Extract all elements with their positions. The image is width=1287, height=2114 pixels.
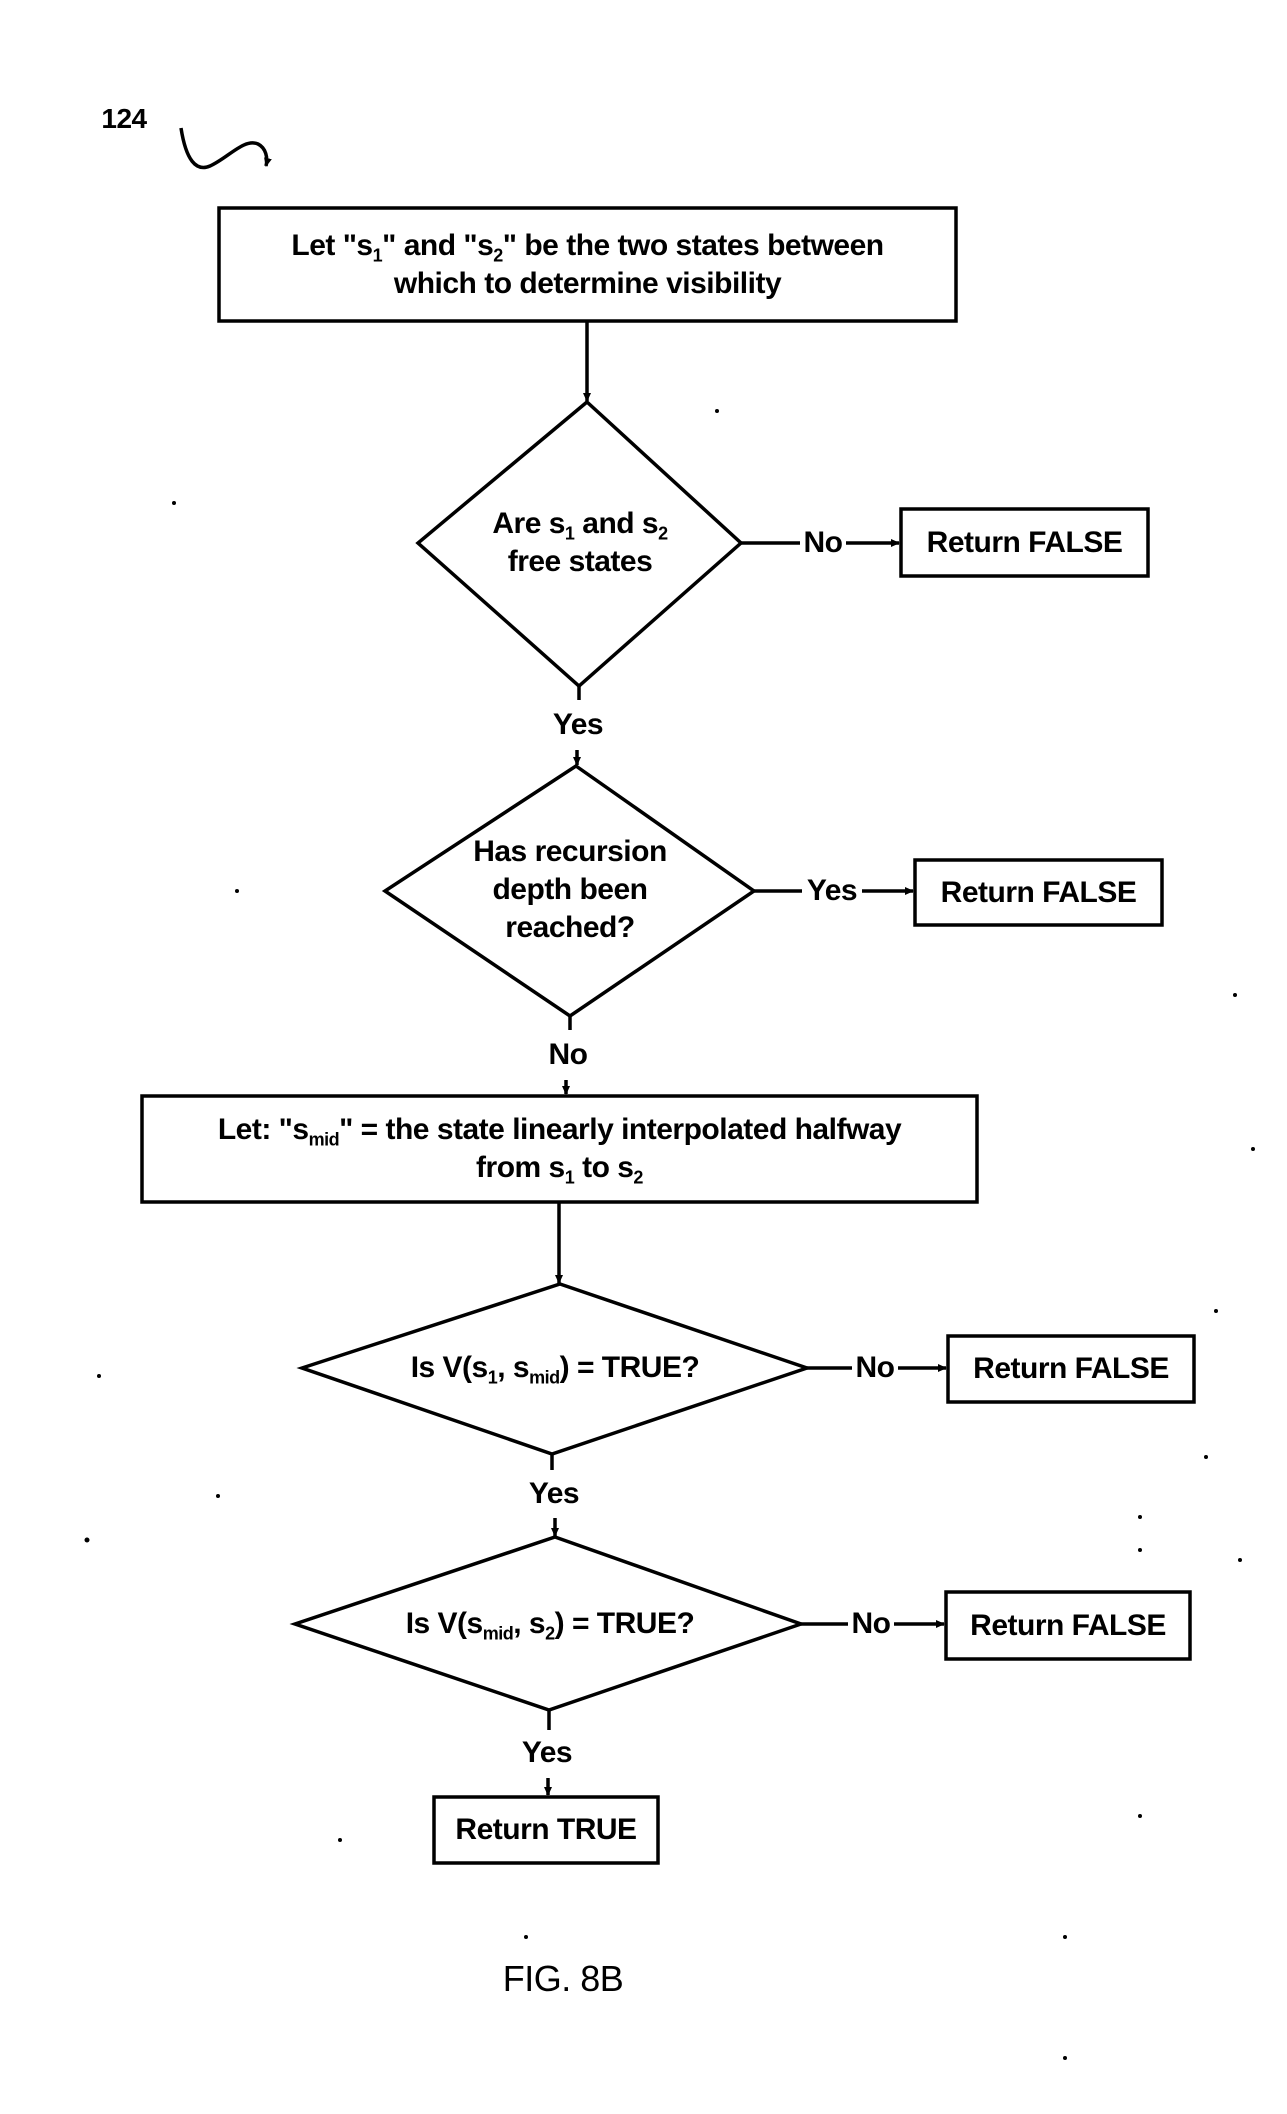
decision-free-line2: free states: [508, 543, 653, 581]
decision-depth-line1: Has recursion: [473, 833, 667, 871]
return-false-1: Return FALSE: [901, 509, 1148, 576]
first-half-text-a: Is V(s: [411, 1351, 488, 1384]
figure-caption: FIG. 8B: [463, 1960, 663, 1998]
decision-second-half-line: Is V(smid, s2) = TRUE?: [406, 1605, 695, 1643]
second-half-sub-2: 2: [545, 1623, 555, 1643]
start-box-line1: Let "s1" and "s2" be the two states betw…: [291, 227, 883, 265]
midpoint-text-b: " = the state linearly interpolated half…: [339, 1113, 901, 1146]
start-text-c: " be the two states between: [503, 229, 884, 262]
decision-depth-line3: reached?: [505, 909, 634, 947]
midpoint-sub-mid: mid: [309, 1129, 340, 1149]
start-box: Let "s1" and "s2" be the two states betw…: [219, 208, 956, 321]
first-half-text-b: , s: [497, 1351, 529, 1384]
decision-first-half-line: Is V(s1, smid) = TRUE?: [411, 1349, 700, 1387]
start-box-line2: which to determine visibility: [394, 265, 781, 303]
edge-label-depth-yes: Yes: [800, 872, 864, 910]
return-true: Return TRUE: [434, 1797, 658, 1863]
midpoint-line2: from s1 to s2: [476, 1149, 643, 1187]
decision-free-label: Are s1 and s2 free states: [460, 500, 700, 586]
first-half-text-c: ) = TRUE?: [560, 1351, 700, 1384]
edge-label-free-no: No: [798, 524, 848, 562]
midpoint-sub-1: 1: [565, 1167, 575, 1187]
second-half-text-a: Is V(s: [406, 1607, 483, 1640]
second-half-text-c: ) = TRUE?: [555, 1607, 695, 1640]
second-half-sub-1: mid: [483, 1623, 514, 1643]
midpoint-text-d: to s: [574, 1151, 633, 1184]
edge-label-depth-no: No: [528, 1036, 608, 1074]
decision-free-line1: Are s1 and s2: [492, 505, 667, 543]
reference-squiggle-arrow: [181, 128, 267, 167]
midpoint-text-a: Let: "s: [218, 1113, 309, 1146]
return-false-2: Return FALSE: [915, 860, 1162, 925]
decision-depth-line2: depth been: [492, 871, 647, 909]
reference-number: 124: [92, 100, 156, 138]
scan-speckles: [85, 409, 1256, 2060]
decision-free-sub-1: 1: [565, 523, 575, 543]
second-half-text-b: , s: [513, 1607, 545, 1640]
midpoint-text-c: from s: [476, 1151, 565, 1184]
return-false-4: Return FALSE: [946, 1592, 1190, 1659]
decision-free-text-a: Are s: [492, 507, 565, 540]
decision-second-half-label: Is V(smid, s2) = TRUE?: [325, 1601, 775, 1647]
midpoint-sub-2: 2: [633, 1167, 643, 1187]
start-sub-1: 1: [373, 245, 383, 265]
edge-label-first-yes: Yes: [514, 1475, 594, 1513]
edge-label-second-no: No: [846, 1605, 896, 1643]
first-half-sub-2: mid: [529, 1367, 560, 1387]
first-half-sub-1: 1: [488, 1367, 498, 1387]
decision-first-half-label: Is V(s1, smid) = TRUE?: [330, 1345, 780, 1391]
edge-label-free-yes: Yes: [538, 706, 618, 744]
start-text-a: Let "s: [291, 229, 372, 262]
edge-label-second-yes: Yes: [507, 1734, 587, 1772]
decision-free-text-b: and s: [574, 507, 658, 540]
decision-free-sub-2: 2: [658, 523, 668, 543]
return-false-3: Return FALSE: [948, 1336, 1194, 1402]
edge-label-first-no: No: [850, 1349, 900, 1387]
start-text-b: " and "s: [382, 229, 493, 262]
midpoint-box: Let: "smid" = the state linearly interpo…: [142, 1096, 977, 1202]
decision-depth-label: Has recursion depth been reached?: [440, 830, 700, 950]
midpoint-line1: Let: "smid" = the state linearly interpo…: [218, 1111, 901, 1149]
start-sub-2: 2: [493, 245, 503, 265]
